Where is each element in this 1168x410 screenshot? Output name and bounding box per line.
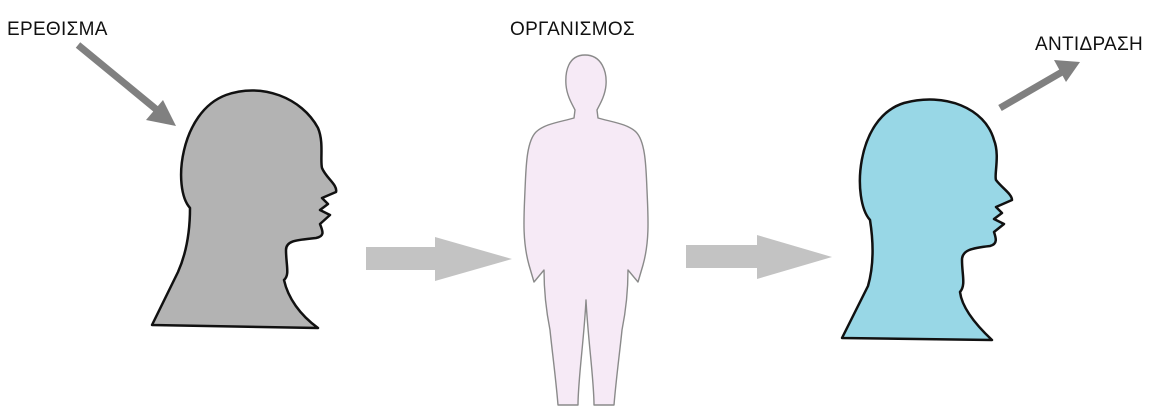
response-label: ΑΝΤΙΔΡΑΣΗ [1035,34,1143,56]
flow-arrow-1 [366,237,512,281]
flow-arrow-2 [686,235,832,279]
stimulus-label: ΕΡΕΘΙΣΜΑ [7,19,108,41]
stimulus-head-icon [152,90,336,328]
human-body-icon [524,55,648,405]
stimulus-arrow [78,45,176,126]
response-arrow [1000,60,1080,108]
organism-label: ΟΡΓΑΝΙΣΜΟΣ [510,19,635,41]
response-head-icon [842,100,1012,340]
